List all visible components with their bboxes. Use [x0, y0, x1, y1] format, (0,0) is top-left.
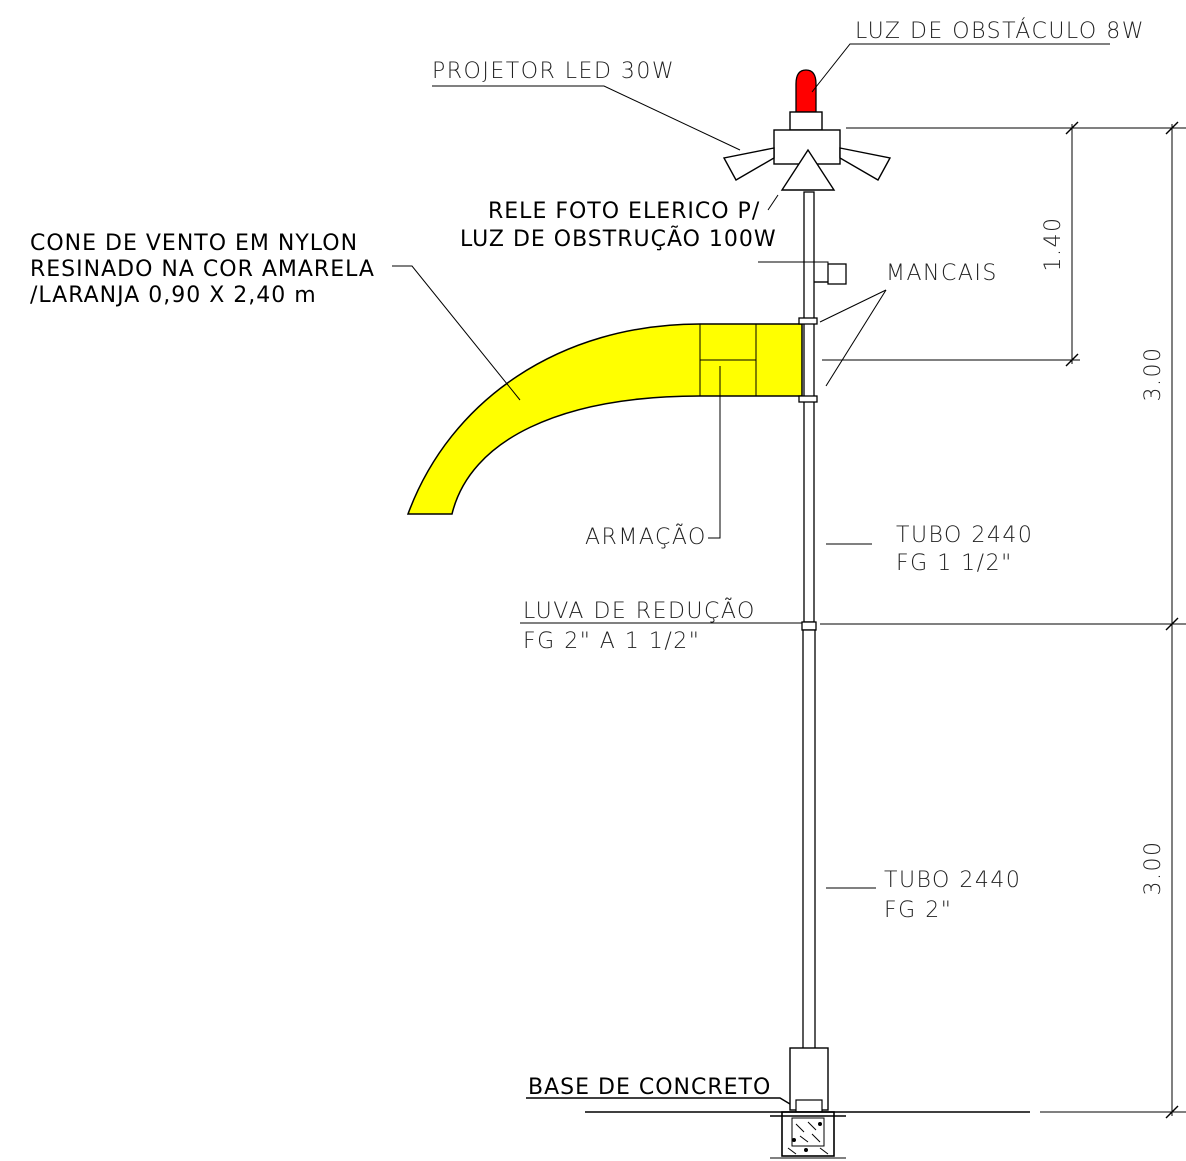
- label-led-projector: PROJETOR LED 30W: [432, 59, 675, 84]
- mast: [798, 191, 847, 1081]
- bearing-upper: [798, 317, 818, 325]
- label-frame: ARMAÇÃO: [585, 524, 707, 550]
- concrete-base: [585, 1047, 1030, 1159]
- reducer-sleeve: [801, 621, 817, 631]
- label-upper-tube-2: FG 1 1/2": [896, 551, 1013, 576]
- dim-lower-mast: 3.00: [1141, 841, 1166, 896]
- obstacle-light: [795, 69, 817, 113]
- label-concrete-base: BASE DE CONCRETO: [528, 1075, 771, 1100]
- label-lower-tube-2: FG 2": [884, 898, 952, 923]
- dim-top-segment: 1.40: [1041, 217, 1066, 272]
- wind-cone-frame: [699, 324, 757, 396]
- mast-head: [722, 69, 892, 191]
- label-wind-cone-2: RESINADO NA COR AMARELA: [30, 257, 375, 282]
- label-reducer-1: LUVA DE REDUÇÃO: [523, 598, 756, 624]
- lower-tube: [802, 629, 816, 1081]
- head-triangle: [780, 148, 836, 191]
- label-wind-cone-3: /LARANJA 0,90 X 2,40 m: [30, 283, 317, 308]
- bearing-lower: [798, 395, 818, 403]
- wind-cone: [406, 323, 803, 515]
- label-upper-tube-1: TUBO 2440: [896, 523, 1033, 548]
- dimension-lines: [820, 121, 1186, 1119]
- label-obstacle-light: LUZ DE OBSTÁCULO 8W: [855, 18, 1145, 44]
- led-projector-left: [722, 147, 775, 181]
- dim-upper-mast: 3.00: [1141, 347, 1166, 402]
- upper-tube: [803, 191, 815, 623]
- label-reducer-2: FG 2" A 1 1/2": [523, 629, 700, 654]
- label-bearings: MANCAIS: [886, 261, 998, 286]
- label-photo-relay-1: RELE FOTO ELERICO P/: [488, 199, 760, 224]
- label-lower-tube-1: TUBO 2440: [884, 868, 1021, 893]
- led-projector-right: [839, 147, 892, 181]
- label-photo-relay-2: LUZ DE OBSTRUÇÃO 100W: [460, 225, 777, 252]
- obstacle-light-base: [789, 111, 823, 131]
- label-wind-cone-1: CONE DE VENTO EM NYLON: [30, 231, 358, 256]
- wind-cone-body: [406, 323, 803, 515]
- leader-lines: [392, 43, 1110, 1105]
- base-foundation: [781, 1111, 835, 1157]
- photo-relay-box: [827, 263, 847, 285]
